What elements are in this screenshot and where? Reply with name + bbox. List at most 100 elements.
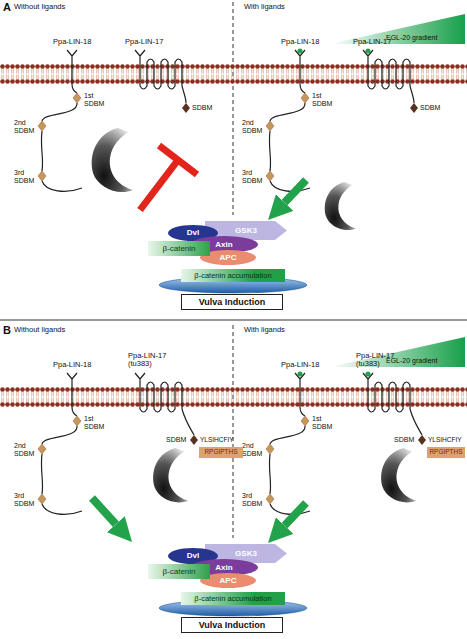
condition-label: With ligands <box>244 3 285 11</box>
ligand-dot <box>365 48 370 53</box>
lipid-bilayer <box>0 64 467 84</box>
beta-catenin-box: β-catenin <box>148 564 210 579</box>
motif-label: 2nd SDBM <box>242 442 262 457</box>
motif-label: SDBM <box>166 436 186 444</box>
ligand-dot <box>297 371 302 376</box>
activation-arrow <box>92 498 116 524</box>
panel-letter: A <box>3 1 11 13</box>
motif-label: 1st SDBM <box>84 92 104 107</box>
ellipse-shape <box>200 250 256 265</box>
node-text: Vulva Induction <box>199 621 266 630</box>
gradient-wedge <box>330 337 465 367</box>
receptor-name: Ppa-LIN-18 <box>281 361 319 369</box>
receptor-name: Ppa-LIN-18 <box>281 38 319 46</box>
lin18-receptor <box>266 373 310 514</box>
motif-label: 2nd SDBM <box>242 119 262 134</box>
motif-label: 1st SDBM <box>312 92 332 107</box>
receptor-tail <box>182 86 186 103</box>
node-text: RPGIPTHS <box>429 449 462 456</box>
accumulation-box: β-catenin accumulation <box>181 269 285 282</box>
node-text: GSK3 <box>235 227 257 235</box>
node-text: APC <box>220 577 237 585</box>
sdbm-motif <box>410 103 418 113</box>
motif-label: 3rd SDBM <box>242 492 262 507</box>
accumulation-box: β-catenin accumulation <box>181 592 285 605</box>
dashed-divider <box>233 325 234 538</box>
sequence-label: YLSIHCFIY <box>428 436 462 443</box>
activation-arrow <box>285 503 306 526</box>
node-text: GSK3 <box>235 550 257 558</box>
crescent-protein <box>381 448 416 502</box>
node-text: Axin <box>215 241 232 249</box>
lin17-receptor <box>135 50 182 89</box>
node-text: β-catenin <box>162 568 195 576</box>
condition-label: With ligands <box>244 326 285 334</box>
outcome-box: Vulva Induction <box>181 294 283 310</box>
receptor-name: Ppa-LIN-17 <box>353 38 391 46</box>
inhibition-stem <box>140 160 178 210</box>
node-text: Vulva Induction <box>199 298 266 307</box>
motif-label: 1st SDBM <box>84 415 104 430</box>
motif-label: 3rd SDBM <box>14 492 34 507</box>
lin17-receptor <box>363 50 410 89</box>
lin18-receptor <box>266 50 310 191</box>
beta-catenin-box: β-catenin <box>148 241 210 256</box>
inhibition-bar <box>159 146 197 175</box>
receptor-name: Ppa-LIN-18 <box>53 361 91 369</box>
receptor-tail <box>410 409 422 435</box>
sdbm-motif <box>190 435 198 445</box>
motif-label: 3rd SDBM <box>14 169 34 184</box>
node-text: APC <box>220 254 237 262</box>
sequence-label: YLSIHCFIY <box>200 436 234 443</box>
panel-letter: B <box>3 324 11 336</box>
lin17-receptor <box>363 373 410 412</box>
motif-label: 2nd SDBM <box>14 442 34 457</box>
receptor-name: Ppa-LIN-17 <box>125 38 163 46</box>
gradient-wedge <box>330 14 465 44</box>
node-text: RPGIPTHS <box>204 449 237 456</box>
sequence-box: RPGIPTHS <box>427 447 465 458</box>
node-text: Dvl <box>187 552 199 560</box>
dashed-divider <box>233 2 234 215</box>
node-text: β-catenin <box>162 245 195 253</box>
panel-separator <box>0 320 467 321</box>
receptor-name: Ppa-LIN-18 <box>53 38 91 46</box>
sequence-box: RPGIPTHS <box>199 447 243 458</box>
receptor-tail <box>410 86 414 103</box>
receptor-name: Ppa-LIN-17 (tu383) <box>128 352 178 369</box>
crescent-protein <box>92 128 133 192</box>
motif-label: SDBM <box>192 104 212 112</box>
motif-label: 1st SDBM <box>312 415 332 430</box>
receptor-tail <box>182 409 194 435</box>
crescent-protein <box>325 182 356 230</box>
sdbm-motif <box>418 435 426 445</box>
gradient-label: EGL-20 gradient <box>386 34 437 42</box>
node-text: β-catenin accumulation <box>194 272 271 280</box>
lin17-receptor <box>135 373 182 412</box>
crescent-protein <box>153 448 188 502</box>
node-text: β-catenin accumulation <box>194 595 271 603</box>
motif-label: SDBM <box>394 436 414 444</box>
receptor-name: Ppa-LIN-17 (tu383) <box>356 352 406 369</box>
outcome-box: Vulva Induction <box>181 617 283 633</box>
ligand-dot <box>297 48 302 53</box>
motif-label: SDBM <box>420 104 440 112</box>
lipid-bilayer <box>0 387 467 407</box>
condition-label: Without ligands <box>14 326 65 334</box>
lin18-receptor <box>38 50 82 191</box>
ellipse-shape <box>200 573 256 588</box>
lin18-receptor <box>38 373 82 514</box>
node-text: Axin <box>215 564 232 572</box>
motif-label: 3rd SDBM <box>242 169 262 184</box>
sdbm-motif <box>182 103 190 113</box>
node-text: Dvl <box>187 229 199 237</box>
condition-label: Without ligands <box>14 3 65 11</box>
motif-label: 2nd SDBM <box>14 119 34 134</box>
activation-arrow <box>285 180 306 203</box>
ligand-dot <box>365 371 370 376</box>
